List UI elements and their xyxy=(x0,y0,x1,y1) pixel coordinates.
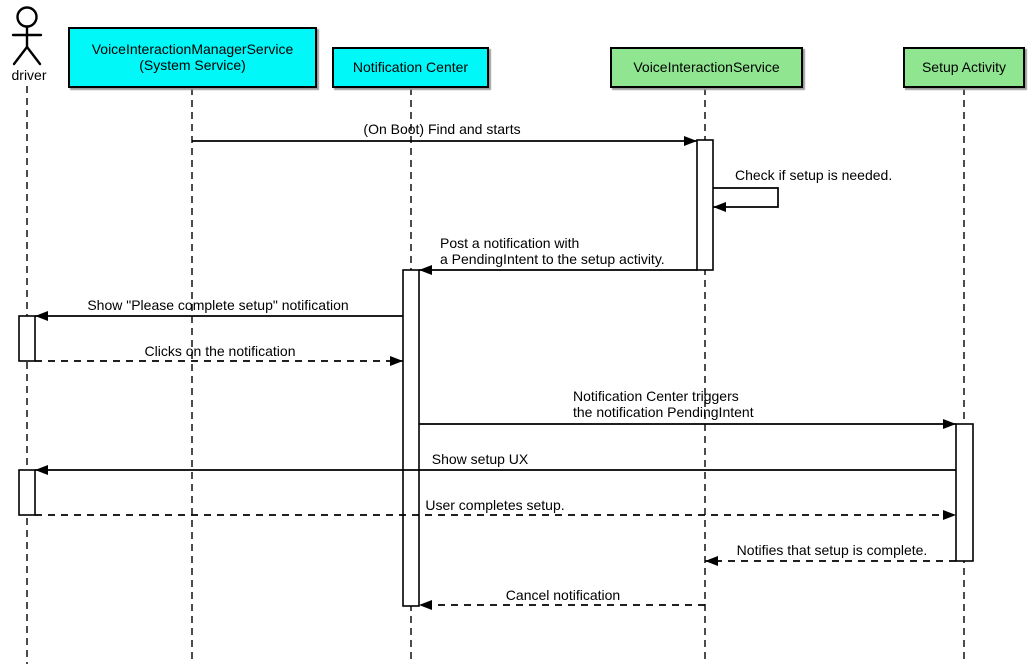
participant-voice-interaction-manager-service: VoiceInteractionManagerService (System S… xyxy=(68,27,317,88)
message-label-post-notification: Post a notification with a PendingIntent… xyxy=(440,235,665,267)
message-label-triggers-pendingintent: Notification Center triggers the notific… xyxy=(573,388,754,420)
message-line: Notification Center triggers xyxy=(573,388,739,404)
message-label-clicks-on-notification: Clicks on the notification xyxy=(144,343,296,359)
message-label-notifies-setup-complete: Notifies that setup is complete. xyxy=(736,542,928,558)
actor-driver-label: driver xyxy=(11,67,47,83)
participant-label: Setup Activity xyxy=(921,58,1007,75)
activation-notification-center xyxy=(402,269,420,607)
actor-driver-icon xyxy=(11,6,43,66)
participant-setup-activity: Setup Activity xyxy=(903,47,1025,88)
participant-voice-interaction-service: VoiceInteractionService xyxy=(610,47,803,88)
message-line: the notification PendingIntent xyxy=(573,403,754,420)
participant-label: VoiceInteractionService xyxy=(633,58,780,75)
participant-notification-center: Notification Center xyxy=(332,47,489,88)
activation-driver-2 xyxy=(18,469,36,516)
activation-setup-activity xyxy=(955,423,974,562)
message-label-show-complete-setup-notification: Show "Please complete setup" notificatio… xyxy=(87,297,349,313)
message-line: Post a notification with xyxy=(440,235,580,251)
message-label-user-completes-setup: User completes setup. xyxy=(425,497,565,513)
activation-voice-interaction-service xyxy=(696,139,714,271)
message-label-on-boot-find-and-starts: (On Boot) Find and starts xyxy=(363,121,521,137)
message-label-check-if-setup-needed: Check if setup is needed. xyxy=(735,167,893,183)
participant-sublabel: (System Service) xyxy=(139,56,246,73)
arrow-check-if-setup-needed-self-call xyxy=(713,187,779,212)
participant-label: VoiceInteractionManagerService xyxy=(91,41,294,57)
message-line: a PendingIntent to the setup activity. xyxy=(440,250,665,267)
participant-label: Notification Center xyxy=(352,58,469,75)
message-label-show-setup-ux: Show setup UX xyxy=(431,451,529,467)
activation-driver-1 xyxy=(18,315,36,362)
message-label-cancel-notification: Cancel notification xyxy=(505,587,621,603)
